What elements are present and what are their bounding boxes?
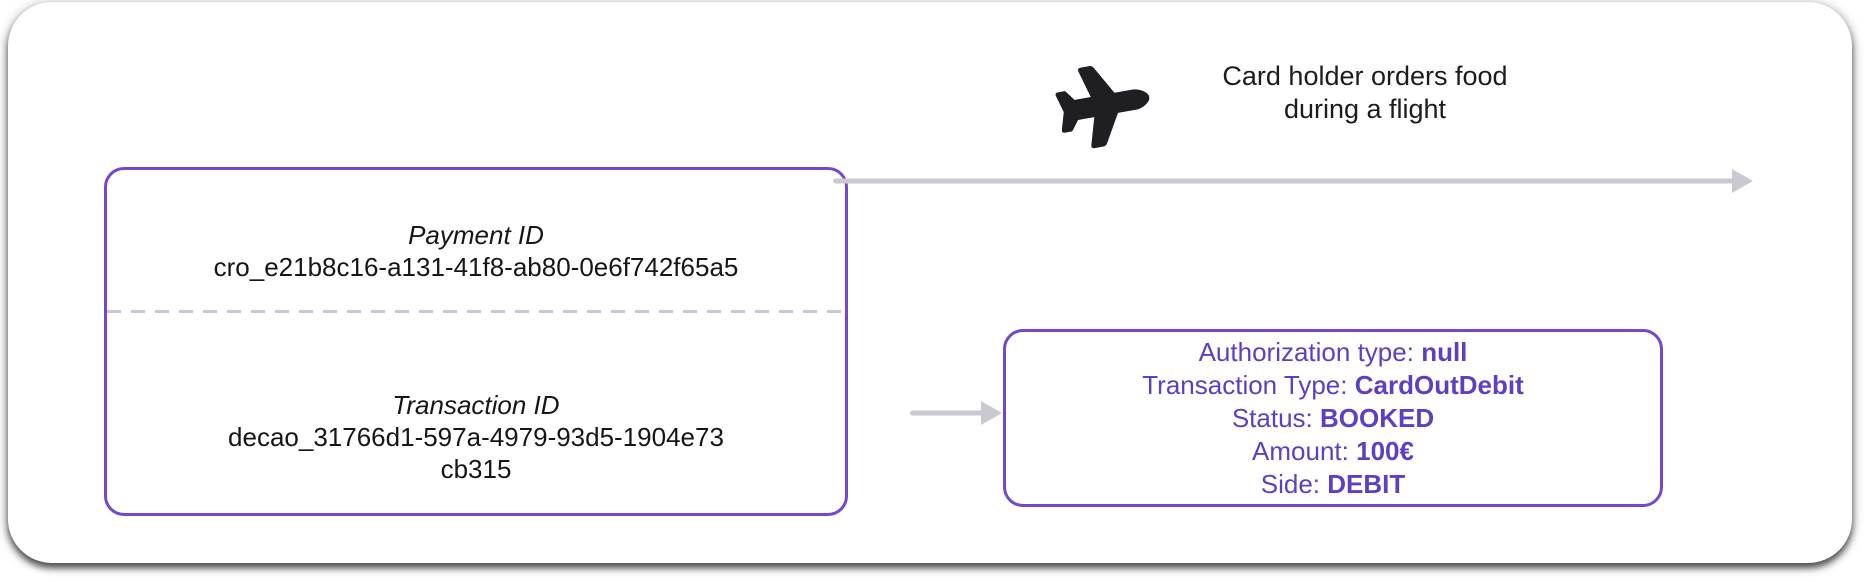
flight-caption: Card holder orders food during a flight: [1155, 60, 1575, 126]
transaction-section: Transaction ID decao_31766d1-597a-4979-9…: [107, 313, 845, 513]
details-row-side: Side: DEBIT: [1006, 468, 1660, 501]
airplane-icon: [1055, 66, 1150, 149]
details-row-label: Side:: [1260, 468, 1321, 499]
transaction-flow-arrow: [910, 400, 1002, 426]
flight-caption-line1: Card holder orders food: [1222, 61, 1508, 91]
diagram-card: Payment ID cro_e21b8c16-a131-41f8-ab80-0…: [8, 2, 1852, 563]
details-row-label: Amount:: [1252, 435, 1349, 466]
payment-section: Payment ID cro_e21b8c16-a131-41f8-ab80-0…: [107, 170, 845, 310]
details-row-value: CardOutDebit: [1354, 369, 1524, 400]
details-row-label: Transaction Type:: [1142, 369, 1348, 400]
payment-id-value: cro_e21b8c16-a131-41f8-ab80-0e6f742f65a5: [213, 252, 739, 282]
details-row-transaction-type: Transaction Type: CardOutDebit: [1006, 369, 1660, 402]
details-row-label: Authorization type:: [1198, 336, 1414, 367]
details-row-value: DEBIT: [1327, 468, 1406, 499]
arrow-shaft: [833, 178, 1735, 184]
transaction-id-value: decao_31766d1-597a-4979-93d5-1904e73cb31…: [228, 422, 724, 484]
flight-flow-arrow: [833, 168, 1753, 194]
arrow-shaft: [910, 410, 984, 416]
details-row-authorization-type: Authorization type: null: [1006, 336, 1660, 369]
flight-caption-line2: during a flight: [1283, 94, 1447, 124]
transaction-details-box: Authorization type: null Transaction Typ…: [1003, 329, 1663, 507]
ids-box: Payment ID cro_e21b8c16-a131-41f8-ab80-0…: [104, 167, 848, 516]
details-row-status: Status: BOOKED: [1006, 402, 1660, 435]
details-row-value: null: [1421, 336, 1468, 367]
details-row-amount: Amount: 100€: [1006, 435, 1660, 468]
details-row-value: 100€: [1356, 435, 1414, 466]
details-row-value: BOOKED: [1320, 402, 1435, 433]
details-row-label: Status:: [1231, 402, 1313, 433]
dashed-divider: [107, 310, 845, 313]
arrow-right-icon: [981, 401, 1002, 425]
transaction-id-label: Transaction ID: [392, 390, 560, 420]
payment-id-label: Payment ID: [408, 220, 544, 250]
arrow-right-icon: [1732, 169, 1753, 193]
